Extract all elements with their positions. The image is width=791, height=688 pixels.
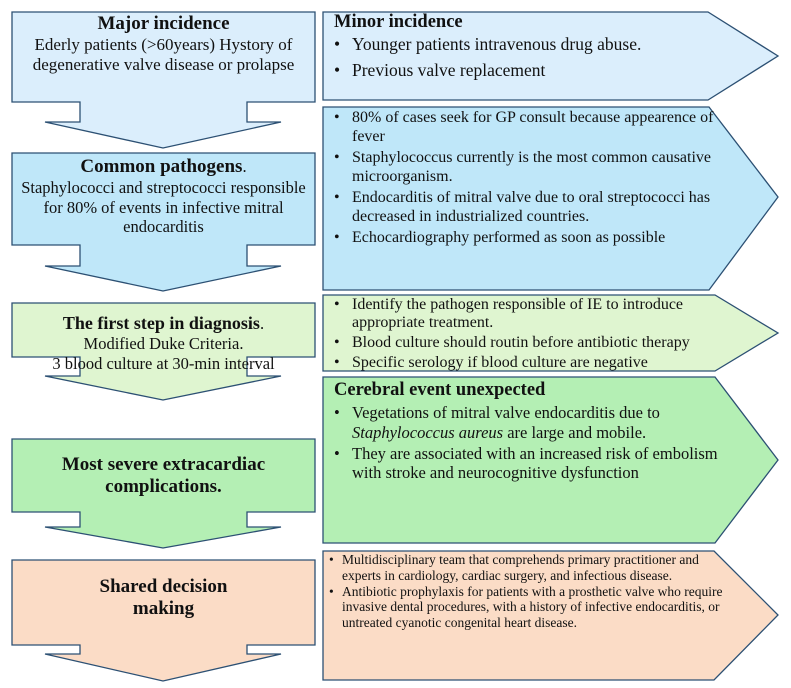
major-incidence-arrow-shape <box>11 11 316 149</box>
shared-decision-arrow-shape <box>11 559 316 682</box>
diagnosis-text: Modified Duke Criteria. <box>83 334 244 354</box>
pathogens-detail-item: Staphylococcus currently is the most com… <box>326 149 718 186</box>
common-pathogens-box: Common pathogens. Staphylococci and stre… <box>14 156 313 237</box>
shared-decision-panel: Multidisciplinary team that comprehends … <box>326 552 726 631</box>
major-incidence-box: Major incidence Ederly patients (>60year… <box>14 13 313 76</box>
minor-incidence-item: Previous valve replacement <box>326 60 706 81</box>
cerebral-event-panel: Cerebral event unexpected Vegetations of… <box>326 380 718 482</box>
major-incidence-text: Ederly patients (>60years) Hystory of de… <box>32 35 295 75</box>
shared-decision-title: Shared decision making <box>99 576 228 620</box>
major-incidence-title: Major incidence <box>97 13 230 34</box>
common-pathogens-arrow-shape <box>11 152 316 292</box>
diagnosis-title-period: . <box>259 314 265 333</box>
diagnosis-detail-item: Specific serology if blood culture are n… <box>326 354 718 372</box>
diagnosis-details-panel: Identify the pathogen responsible of IE … <box>326 296 718 372</box>
shared-decision-item: Multidisciplinary team that comprehends … <box>326 552 726 584</box>
shared-decision-box: Shared decision making <box>14 576 313 621</box>
diagnosis-title: The first step in diagnosis <box>62 313 260 333</box>
cerebral-event-item: They are associated with an increased ri… <box>326 444 718 482</box>
pathogens-detail-item: Echocardiography performed as soon as po… <box>326 229 718 248</box>
cerebral-event-item-text: are large and mobile. <box>507 422 647 442</box>
cerebral-event-title: Cerebral event unexpected <box>334 380 546 400</box>
pathogens-detail-item: Endocarditis of mitral valve due to oral… <box>326 189 718 226</box>
diagnosis-detail-item: Blood culture should routin before antib… <box>326 334 718 352</box>
diagnosis-arrow-shape <box>11 302 316 401</box>
cerebral-event-item-text: Vegetations of mitral valve endocarditis… <box>352 403 660 423</box>
complications-title: Most severe extracardiac complications. <box>61 454 266 498</box>
minor-incidence-title: Minor incidence <box>334 12 463 32</box>
pathogens-detail-item: 80% of cases seek for GP consult because… <box>326 109 718 146</box>
shared-decision-item: Antibiotic prophylaxis for patients with… <box>326 584 726 631</box>
pathogen-name: Staphylococcus aureus <box>352 422 504 442</box>
pathogens-details-panel: 80% of cases seek for GP consult because… <box>326 109 718 248</box>
common-pathogens-title: Common pathogens <box>80 156 243 177</box>
cerebral-event-item: Vegetations of mitral valve endocarditis… <box>326 403 718 441</box>
minor-incidence-item: Younger patients intravenous drug abuse. <box>326 34 706 55</box>
minor-incidence-panel: Minor incidence Younger patients intrave… <box>326 12 706 81</box>
diagnosis-box: The first step in diagnosis. Modified Du… <box>14 313 313 373</box>
diagnosis-text: 3 blood culture at 30-min interval <box>52 353 275 373</box>
common-pathogens-text: Staphylococci and streptococci responsib… <box>21 178 306 237</box>
complications-box: Most severe extracardiac complications. <box>14 454 313 499</box>
diagnosis-detail-item: Identify the pathogen responsible of IE … <box>326 296 718 332</box>
complications-arrow-shape <box>11 438 316 549</box>
common-pathogens-title-period: . <box>242 157 247 176</box>
